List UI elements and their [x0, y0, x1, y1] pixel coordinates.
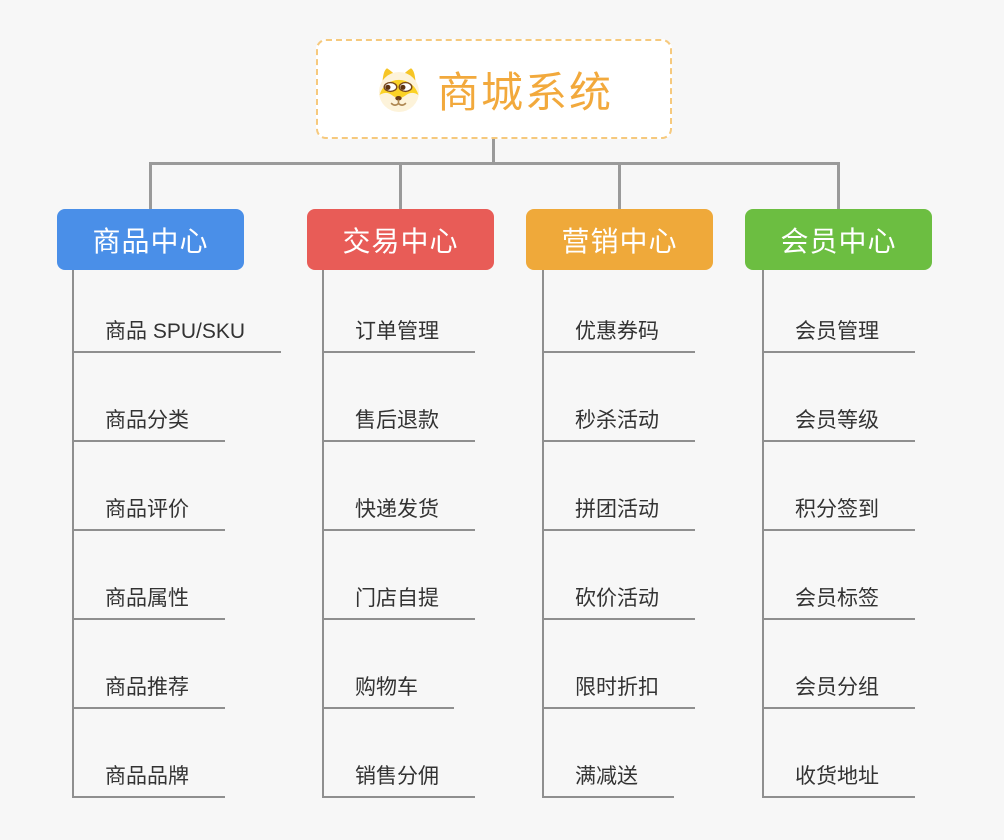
leaf-node[interactable]: 拼团活动: [542, 497, 695, 531]
leaf-node[interactable]: 订单管理: [322, 319, 475, 353]
leaf-node[interactable]: 积分签到: [762, 497, 915, 531]
branch-marketing-center[interactable]: 营销中心: [526, 209, 713, 270]
leaf-node[interactable]: 会员分组: [762, 675, 915, 709]
branch-member-center[interactable]: 会员中心: [745, 209, 932, 270]
leaf-node[interactable]: 商品推荐: [72, 675, 225, 709]
leaf-node[interactable]: 销售分佣: [322, 764, 475, 798]
leaf-node[interactable]: 快递发货: [322, 497, 475, 531]
connector-root-drop: [492, 139, 495, 164]
connector-drop-3: [618, 162, 621, 209]
leaf-node[interactable]: 商品属性: [72, 586, 225, 620]
branch-4-spine: [762, 270, 764, 798]
connector-drop-1: [149, 162, 152, 209]
branch-3-spine: [542, 270, 544, 798]
root-node[interactable]: 商城系统: [316, 39, 672, 139]
leaf-node[interactable]: 会员等级: [762, 408, 915, 442]
leaf-node[interactable]: 门店自提: [322, 586, 475, 620]
leaf-node[interactable]: 购物车: [322, 675, 454, 709]
leaf-node[interactable]: 优惠券码: [542, 319, 695, 353]
leaf-node[interactable]: 商品品牌: [72, 764, 225, 798]
branch-1-spine: [72, 270, 74, 798]
leaf-node[interactable]: 商品 SPU/SKU: [72, 319, 282, 353]
leaf-node[interactable]: 商品分类: [72, 408, 225, 442]
leaf-node[interactable]: 秒杀活动: [542, 408, 695, 442]
leaf-node[interactable]: 收货地址: [762, 764, 915, 798]
dog-icon: [378, 68, 419, 112]
leaf-node[interactable]: 满减送: [542, 764, 674, 798]
root-title: 商城系统: [436, 68, 613, 116]
branch-product-center[interactable]: 商品中心: [57, 209, 244, 270]
connector-horizontal: [149, 162, 840, 165]
leaf-node[interactable]: 售后退款: [322, 408, 475, 442]
leaf-node[interactable]: 会员管理: [762, 319, 915, 353]
leaf-node[interactable]: 商品评价: [72, 497, 225, 531]
connector-drop-4: [837, 162, 840, 209]
leaf-node[interactable]: 砍价活动: [542, 586, 695, 620]
leaf-node[interactable]: 会员标签: [762, 586, 915, 620]
connector-drop-2: [399, 162, 402, 209]
branch-2-spine: [322, 270, 324, 798]
leaf-node[interactable]: 限时折扣: [542, 675, 695, 709]
branch-trade-center[interactable]: 交易中心: [307, 209, 494, 270]
